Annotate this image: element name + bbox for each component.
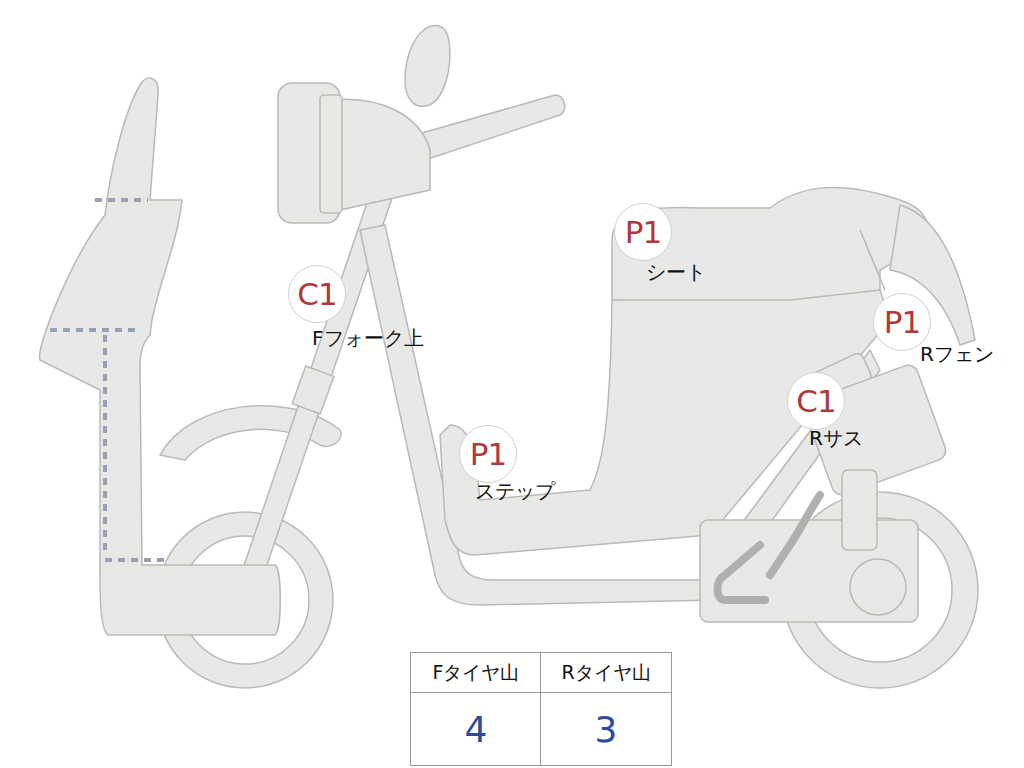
table-value: 3: [595, 709, 618, 750]
callout-marker: P1シート: [614, 203, 672, 261]
table-cell: Rタイヤ山: [540, 652, 672, 694]
part-name: Fフォーク上: [310, 327, 426, 349]
part-name: シート: [644, 261, 708, 283]
part-name: ステップ: [473, 480, 557, 502]
part-name: Rサス: [807, 427, 865, 449]
table-value: 4: [465, 709, 488, 750]
callout-code: P1: [614, 203, 672, 261]
callout-marker: P1Rフェン: [873, 293, 931, 351]
callout-code: P1: [459, 425, 517, 483]
callout-code: C1: [787, 372, 845, 430]
table-cell: Fタイヤ山: [410, 652, 542, 694]
table-header: Rタイヤ山: [561, 660, 650, 686]
table-cell: 4: [410, 692, 542, 766]
table-header: Fタイヤ山: [433, 660, 520, 686]
callout-marker: C1Fフォーク上: [288, 265, 346, 323]
callout-marker: P1ステップ: [459, 425, 517, 483]
part-name: Rフェン: [918, 343, 996, 365]
callout-marker: C1Rサス: [787, 372, 845, 430]
callout-code: C1: [288, 265, 346, 323]
table-cell: 3: [540, 692, 672, 766]
